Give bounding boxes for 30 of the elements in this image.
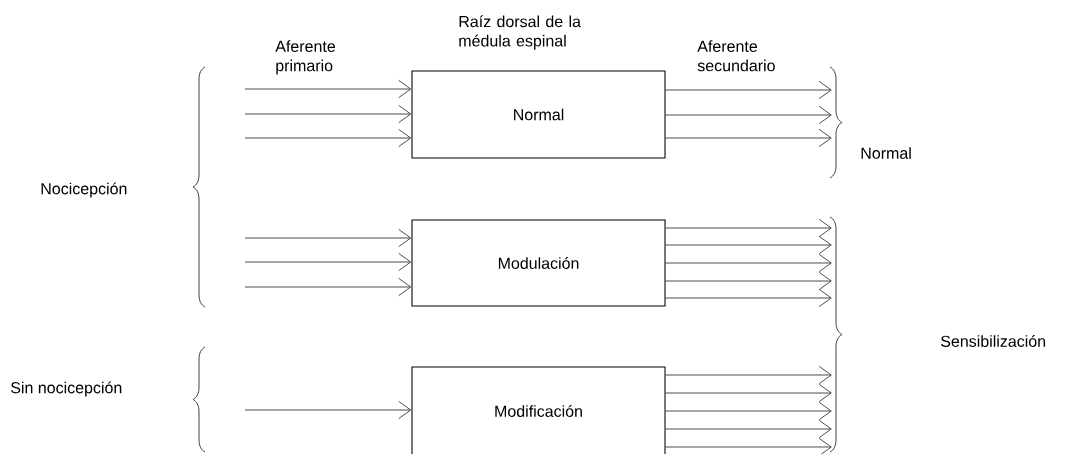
column-heading: Raíz dorsal de la médula espinal [459,15,581,50]
arrow [244,104,412,124]
arrow [665,365,832,385]
column-heading: Aferente primario [275,40,336,75]
process-box: Modificación [411,366,666,454]
brace-label: Sin nocicepción [11,381,122,397]
arrow [665,271,832,291]
process-box: Normal [411,70,666,159]
arrow [244,400,412,420]
arrow [244,252,412,272]
arrow [665,383,832,403]
arrow [665,128,832,148]
arrow [665,419,832,439]
arrow [244,79,412,99]
brace-label: Normal [861,147,911,159]
arrow [244,228,412,248]
arrow [665,401,832,421]
arrow [665,218,832,238]
brace-label: Sensibilización [941,335,1046,347]
arrow [244,128,412,148]
column-heading: Aferente secundario [697,40,775,72]
arrow [665,80,832,100]
arrow [665,288,832,308]
arrow [244,277,412,297]
arrow [665,105,832,125]
arrow [665,437,832,454]
process-box: Modulación [411,219,666,307]
arrow [665,235,832,255]
brace-label: Nocicepción [41,182,127,198]
arrow [665,253,832,273]
